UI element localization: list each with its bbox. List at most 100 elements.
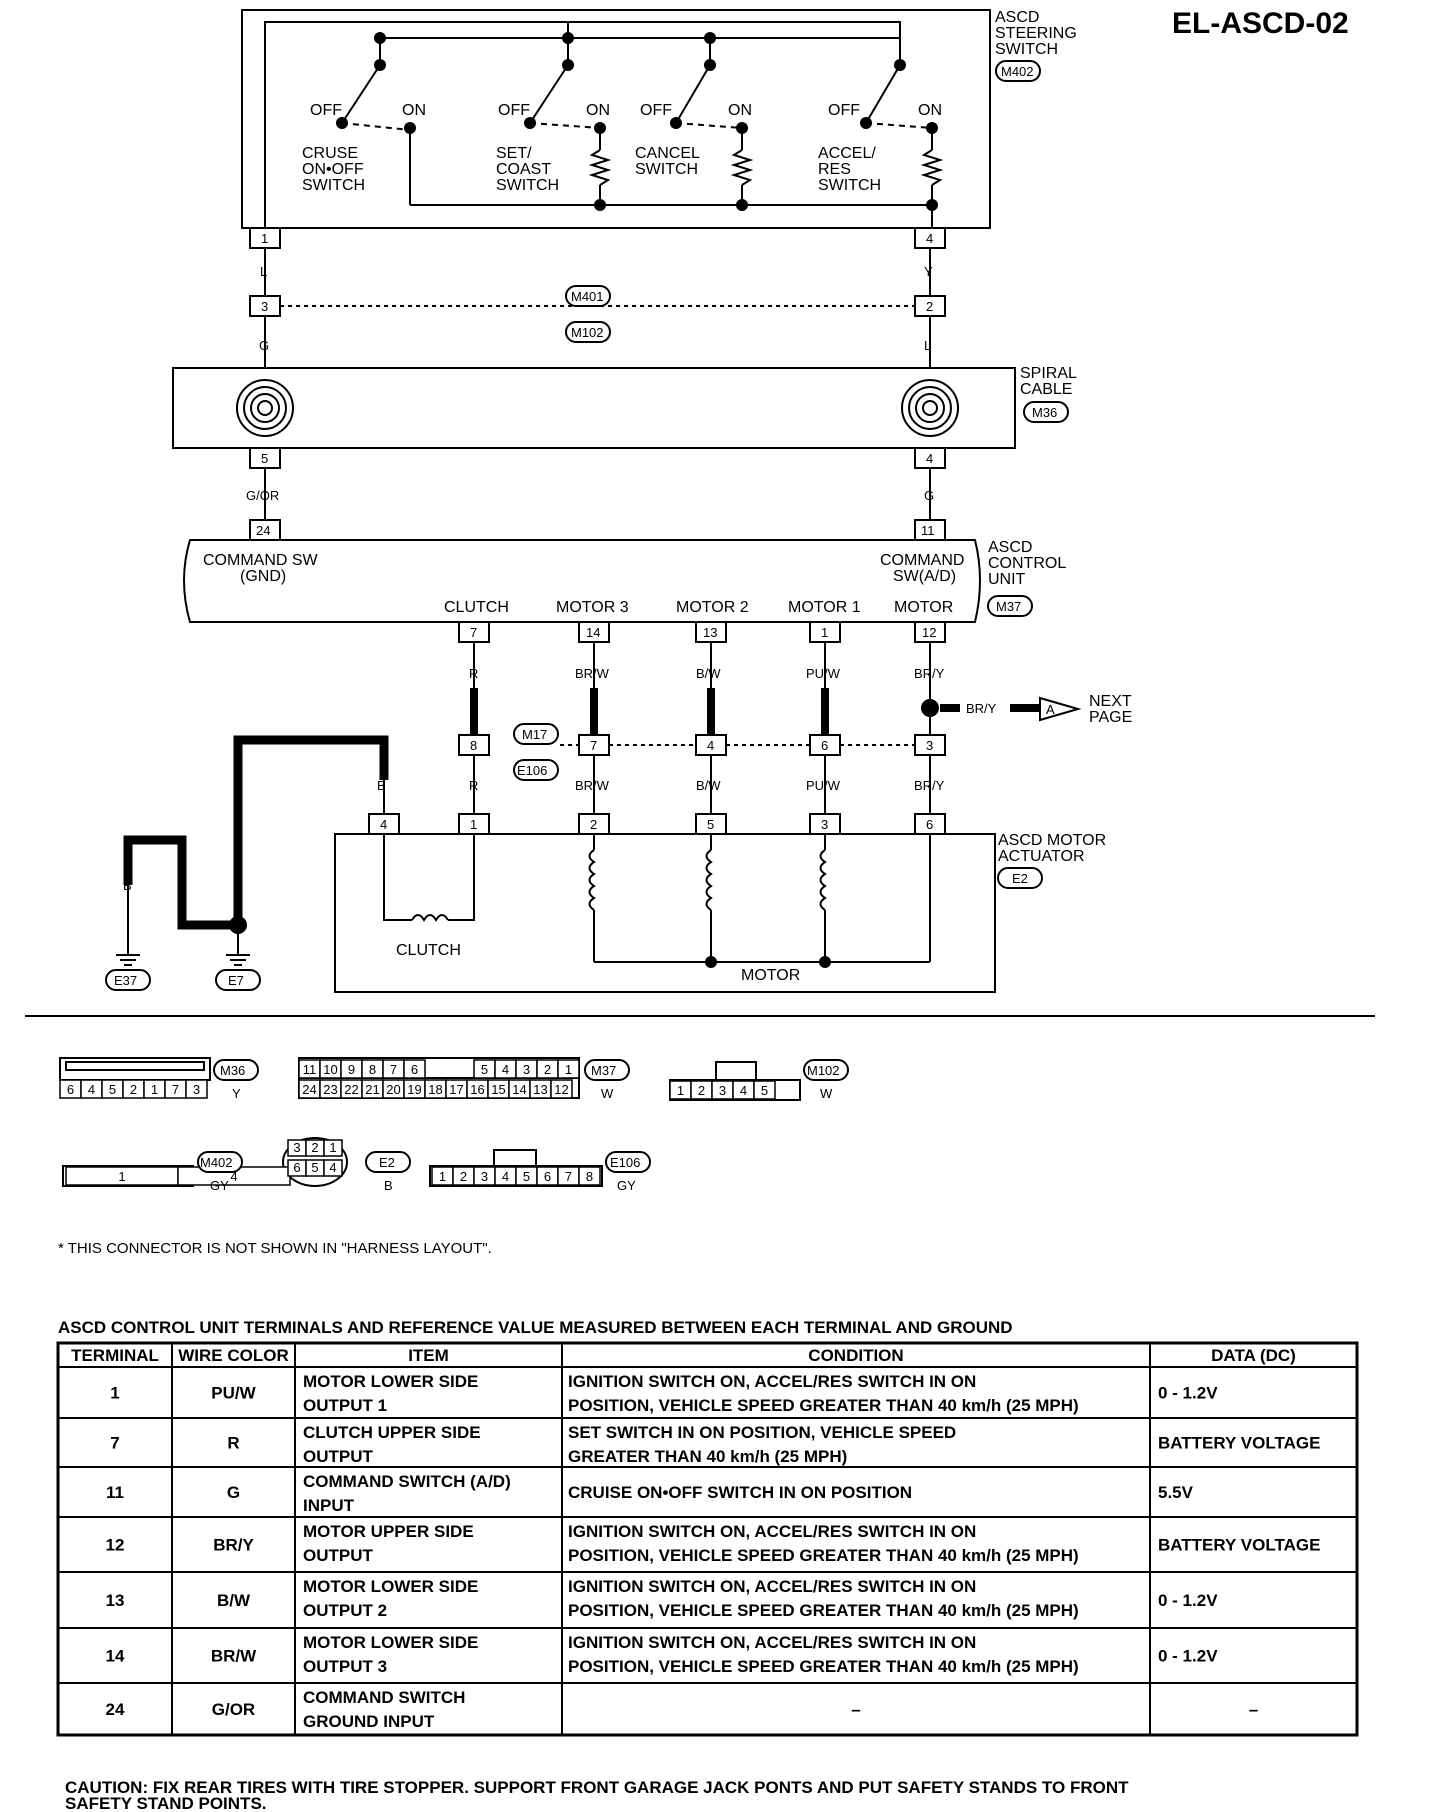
m37-pin: 4: [494, 1059, 517, 1079]
svg-text:SPIRAL: SPIRAL: [1020, 365, 1077, 382]
svg-text:SWITCH: SWITCH: [995, 41, 1058, 58]
svg-text:CABLE: CABLE: [1020, 381, 1072, 398]
svg-text:M401: M401: [571, 289, 604, 304]
caution-line-2: SAFETY STAND POINTS.: [65, 1794, 267, 1812]
svg-text:4: 4: [329, 1160, 336, 1175]
spiral-cable: SPIRAL CABLE M36: [172, 365, 1077, 449]
svg-text:E7: E7: [228, 973, 244, 988]
svg-text:ON: ON: [728, 102, 752, 119]
svg-text:BR/Y: BR/Y: [213, 1536, 254, 1555]
m37-pin: 19: [403, 1079, 426, 1099]
m37-pin: 20: [382, 1079, 405, 1099]
svg-text:5: 5: [523, 1169, 530, 1184]
svg-text:MOTOR UPPER SIDE: MOTOR UPPER SIDE: [303, 1522, 474, 1541]
table-header: DATA (DC): [1211, 1346, 1296, 1365]
svg-text:IGNITION SWITCH ON, ACCEL/RES: IGNITION SWITCH ON, ACCEL/RES SWITCH IN …: [568, 1372, 976, 1391]
svg-text:BR/W: BR/W: [575, 778, 610, 793]
svg-text:CLUTCH: CLUTCH: [396, 942, 461, 959]
svg-text:12: 12: [922, 625, 936, 640]
svg-text:CRUISE ON•OFF SWITCH IN ON POS: CRUISE ON•OFF SWITCH IN ON POSITION: [568, 1483, 912, 1502]
svg-text:ASCD: ASCD: [988, 539, 1032, 556]
svg-text:5: 5: [109, 1082, 116, 1097]
svg-text:IGNITION SWITCH ON, ACCEL/RES: IGNITION SWITCH ON, ACCEL/RES SWITCH IN …: [568, 1633, 976, 1652]
svg-text:2: 2: [460, 1169, 467, 1184]
m37-pin: 6: [403, 1059, 426, 1079]
svg-text:SW(A/D): SW(A/D): [893, 568, 956, 585]
svg-text:B: B: [233, 878, 242, 893]
svg-text:GROUND INPUT: GROUND INPUT: [303, 1712, 435, 1731]
svg-text:3: 3: [481, 1169, 488, 1184]
m37-pin: 9: [340, 1059, 363, 1079]
svg-text:RES: RES: [818, 161, 851, 178]
svg-text:18: 18: [428, 1082, 442, 1097]
svg-text:21: 21: [365, 1082, 379, 1097]
m37-pin: 23: [319, 1079, 342, 1099]
svg-text:POSITION, VEHICLE SPEED GREATE: POSITION, VEHICLE SPEED GREATER THAN 40 …: [568, 1657, 1079, 1676]
e106-pin: 5: [515, 1166, 538, 1186]
svg-text:6: 6: [821, 738, 828, 753]
svg-text:OFF: OFF: [498, 102, 530, 119]
svg-text:OUTPUT 1: OUTPUT 1: [303, 1396, 387, 1415]
svg-text:G: G: [227, 1483, 240, 1502]
svg-text:PAGE: PAGE: [1089, 709, 1132, 726]
svg-text:STEERING: STEERING: [995, 25, 1077, 42]
svg-text:ACTUATOR: ACTUATOR: [998, 848, 1085, 865]
m37-pin: 2: [536, 1059, 559, 1079]
svg-text:ON: ON: [586, 102, 610, 119]
svg-text:UNIT: UNIT: [988, 571, 1026, 588]
m402-pin: 1: [65, 1166, 179, 1186]
svg-text:14: 14: [106, 1647, 125, 1666]
svg-text:24: 24: [256, 523, 270, 538]
svg-text:ASCD MOTOR: ASCD MOTOR: [998, 832, 1106, 849]
svg-text:11: 11: [921, 523, 935, 538]
svg-text:PU/W: PU/W: [806, 666, 841, 681]
steering-switch: ASCD STEERING SWITCH M402: [241, 9, 1077, 232]
e2-pin: 6: [287, 1159, 307, 1177]
svg-text:7: 7: [565, 1169, 572, 1184]
svg-text:Y: Y: [924, 264, 933, 279]
svg-text:B/W: B/W: [696, 778, 721, 793]
svg-text:GY: GY: [210, 1178, 229, 1193]
svg-text:R: R: [227, 1434, 239, 1453]
svg-text:M102: M102: [571, 325, 604, 340]
svg-text:14: 14: [512, 1082, 526, 1097]
svg-text:4: 4: [926, 231, 933, 246]
svg-text:3: 3: [523, 1062, 530, 1077]
svg-text:SWITCH: SWITCH: [635, 161, 698, 178]
svg-text:5: 5: [261, 451, 268, 466]
svg-text:M37: M37: [996, 599, 1021, 614]
svg-text:2: 2: [130, 1082, 137, 1097]
svg-text:CLUTCH UPPER SIDE: CLUTCH UPPER SIDE: [303, 1423, 481, 1442]
m37-pin: 24: [298, 1079, 321, 1099]
m37-pin: 18: [424, 1079, 447, 1099]
svg-text:10: 10: [323, 1062, 337, 1077]
svg-text:8: 8: [586, 1169, 593, 1184]
svg-text:M402: M402: [1001, 64, 1034, 79]
svg-text:2: 2: [590, 817, 597, 832]
svg-text:0 - 1.2V: 0 - 1.2V: [1158, 1647, 1218, 1666]
m36-pin: 7: [164, 1079, 187, 1099]
svg-text:ON•OFF: ON•OFF: [302, 161, 364, 178]
m36-pin: 4: [80, 1079, 103, 1099]
svg-text:B: B: [377, 778, 386, 793]
svg-text:E37: E37: [114, 973, 137, 988]
svg-text:14: 14: [586, 625, 600, 640]
svg-text:L: L: [924, 338, 931, 353]
svg-text:CONTROL: CONTROL: [988, 555, 1066, 572]
e106-pin: 6: [536, 1166, 559, 1186]
svg-text:G: G: [924, 488, 934, 503]
svg-text:5: 5: [311, 1160, 318, 1175]
svg-text:6: 6: [544, 1169, 551, 1184]
svg-text:OUTPUT 3: OUTPUT 3: [303, 1657, 387, 1676]
svg-text:3: 3: [821, 817, 828, 832]
svg-text:23: 23: [323, 1082, 337, 1097]
e106-pin: 7: [557, 1166, 580, 1186]
svg-text:7: 7: [470, 625, 477, 640]
svg-text:COMMAND SWITCH (A/D): COMMAND SWITCH (A/D): [303, 1472, 511, 1491]
svg-text:2: 2: [698, 1083, 705, 1098]
svg-text:COMMAND SW: COMMAND SW: [203, 552, 319, 569]
